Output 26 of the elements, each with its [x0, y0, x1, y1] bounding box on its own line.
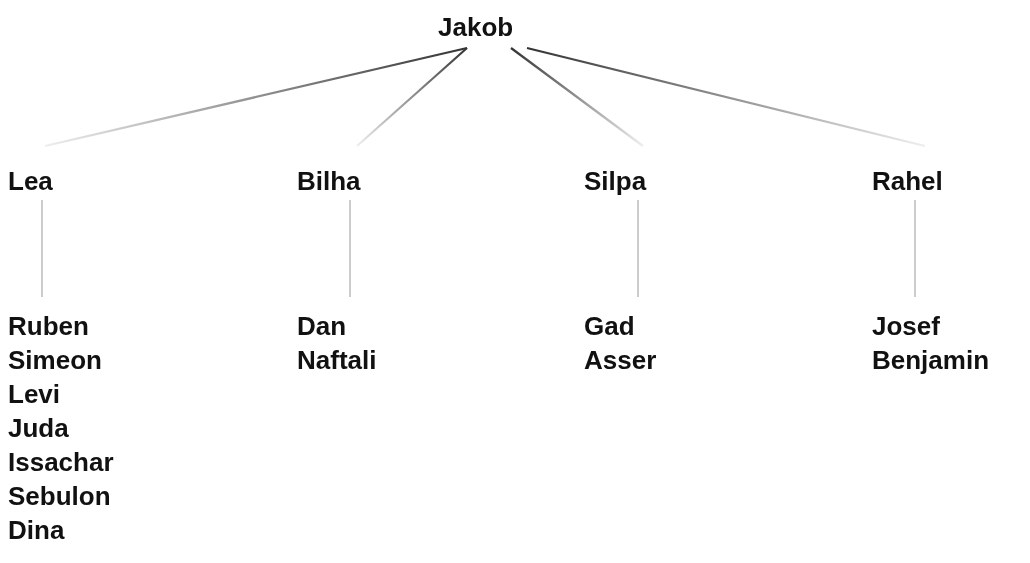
name-label: Josef: [872, 310, 941, 343]
connector-line: [41, 199, 43, 298]
name-label: Jakob: [438, 11, 515, 44]
connector-line: [44, 46, 468, 148]
name-label: Gad: [584, 310, 636, 343]
name-label: Simeon: [8, 344, 103, 377]
name-label: Sebulon: [8, 480, 112, 513]
name-label: Rahel: [872, 165, 944, 198]
name-label: Naftali: [297, 344, 378, 377]
connector-line: [914, 199, 916, 298]
name-label: Issachar: [8, 446, 115, 479]
name-label: Dina: [8, 514, 66, 547]
connector-line: [349, 199, 351, 298]
name-label: Dan: [297, 310, 348, 343]
connector-line: [526, 46, 926, 148]
name-label: Asser: [584, 344, 658, 377]
name-label: Levi: [8, 378, 62, 411]
name-label: Juda: [8, 412, 70, 445]
name-label: Lea: [8, 165, 54, 198]
name-label: Ruben: [8, 310, 90, 343]
connector-line: [356, 47, 468, 147]
name-label: Benjamin: [872, 344, 991, 377]
name-label: Bilha: [297, 165, 362, 198]
connector-line: [637, 199, 639, 298]
connector-line: [510, 47, 644, 147]
name-label: Silpa: [584, 165, 648, 198]
